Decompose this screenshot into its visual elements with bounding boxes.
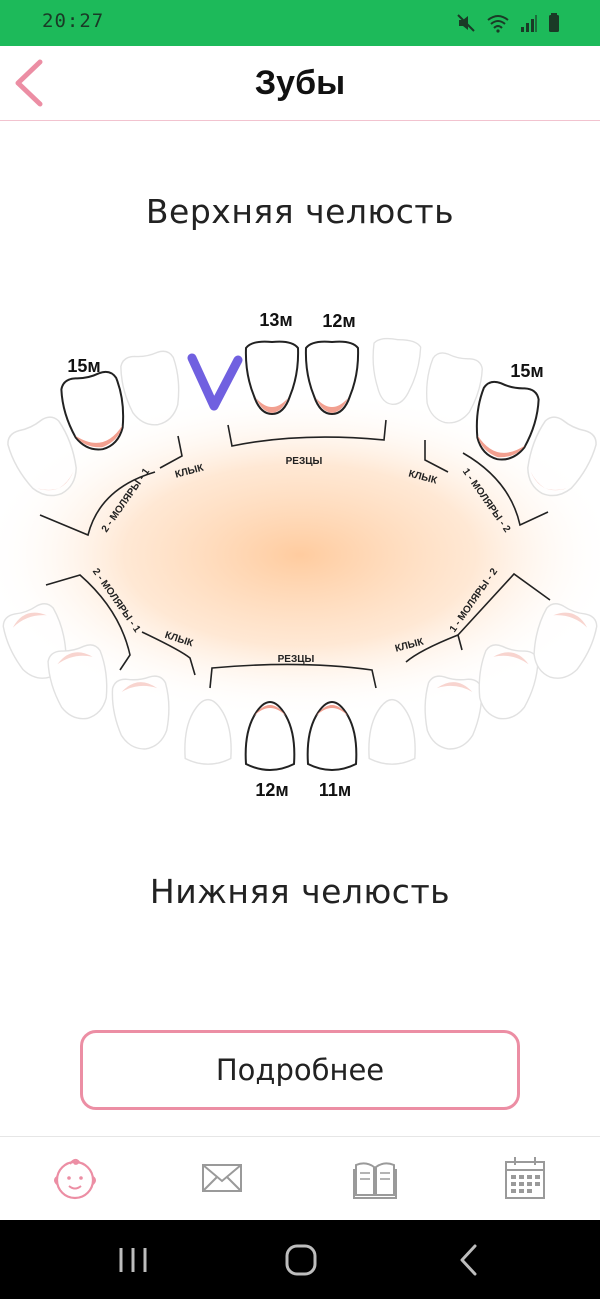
system-nav-bar	[0, 1220, 600, 1299]
page-title: Зубы	[254, 64, 346, 102]
upper-jaw-title: Верхняя челюсть	[145, 192, 455, 231]
tooth-marker-check	[187, 353, 243, 411]
recent-apps-button[interactable]	[108, 1242, 158, 1278]
upper-right-molar-age: 15м	[510, 361, 543, 381]
upper-central-right-age: 12м	[322, 311, 355, 331]
back-button[interactable]	[8, 58, 52, 108]
upper-tooth-right-molar[interactable]	[467, 378, 543, 467]
wifi-icon	[487, 15, 509, 33]
tab-baby[interactable]	[50, 1153, 100, 1203]
home-icon	[285, 1244, 317, 1276]
upper-tooth-central-left[interactable]	[244, 340, 300, 415]
lower-teeth-faded	[0, 599, 600, 765]
upper-tooth-central-right[interactable]	[304, 340, 360, 415]
home-button[interactable]	[276, 1242, 326, 1278]
lower-central-left-age: 12м	[255, 780, 288, 800]
more-button[interactable]: Подробнее	[80, 1030, 520, 1110]
lower-tooth-central-left[interactable]	[244, 701, 296, 771]
battery-icon	[549, 13, 559, 32]
lower-central-right-age: 11м	[319, 780, 351, 800]
chevron-left-icon	[15, 59, 43, 107]
app-header: Зубы	[0, 46, 600, 121]
upper-central-left-age: 13м	[259, 310, 292, 330]
lower-brackets	[45, 572, 551, 689]
tab-articles[interactable]	[350, 1153, 400, 1203]
upper-tooth-left-molar[interactable]	[57, 368, 133, 457]
signal-icon	[521, 15, 537, 32]
recent-apps-icon	[119, 1248, 147, 1272]
back-icon	[460, 1244, 477, 1276]
envelope-icon	[202, 1164, 242, 1192]
tab-calendar[interactable]	[500, 1153, 550, 1203]
book-icon	[353, 1162, 397, 1199]
upper-brackets	[39, 419, 549, 537]
baby-face-icon	[54, 1158, 96, 1200]
tab-messages[interactable]	[197, 1153, 247, 1203]
lower-incisors-label: РЕЗЦЫ	[278, 654, 315, 665]
lower-tooth-central-right[interactable]	[306, 701, 358, 771]
mute-icon	[457, 14, 475, 32]
status-bar: 20:27	[0, 0, 600, 46]
calendar-icon	[505, 1157, 545, 1199]
system-back-button[interactable]	[444, 1242, 494, 1278]
status-icons	[456, 12, 560, 34]
status-time: 20:27	[42, 10, 105, 32]
teeth-diagram: РЕЗЦЫ КЛЫК КЛЫК 2 - МОЛЯРЫ - 1 1 - МОЛЯР…	[0, 310, 600, 800]
bottom-tab-bar	[0, 1136, 600, 1221]
upper-incisors-label: РЕЗЦЫ	[286, 456, 323, 467]
lower-jaw-title: Нижняя челюсть	[149, 872, 451, 911]
upper-left-molar-age: 15м	[67, 356, 100, 376]
